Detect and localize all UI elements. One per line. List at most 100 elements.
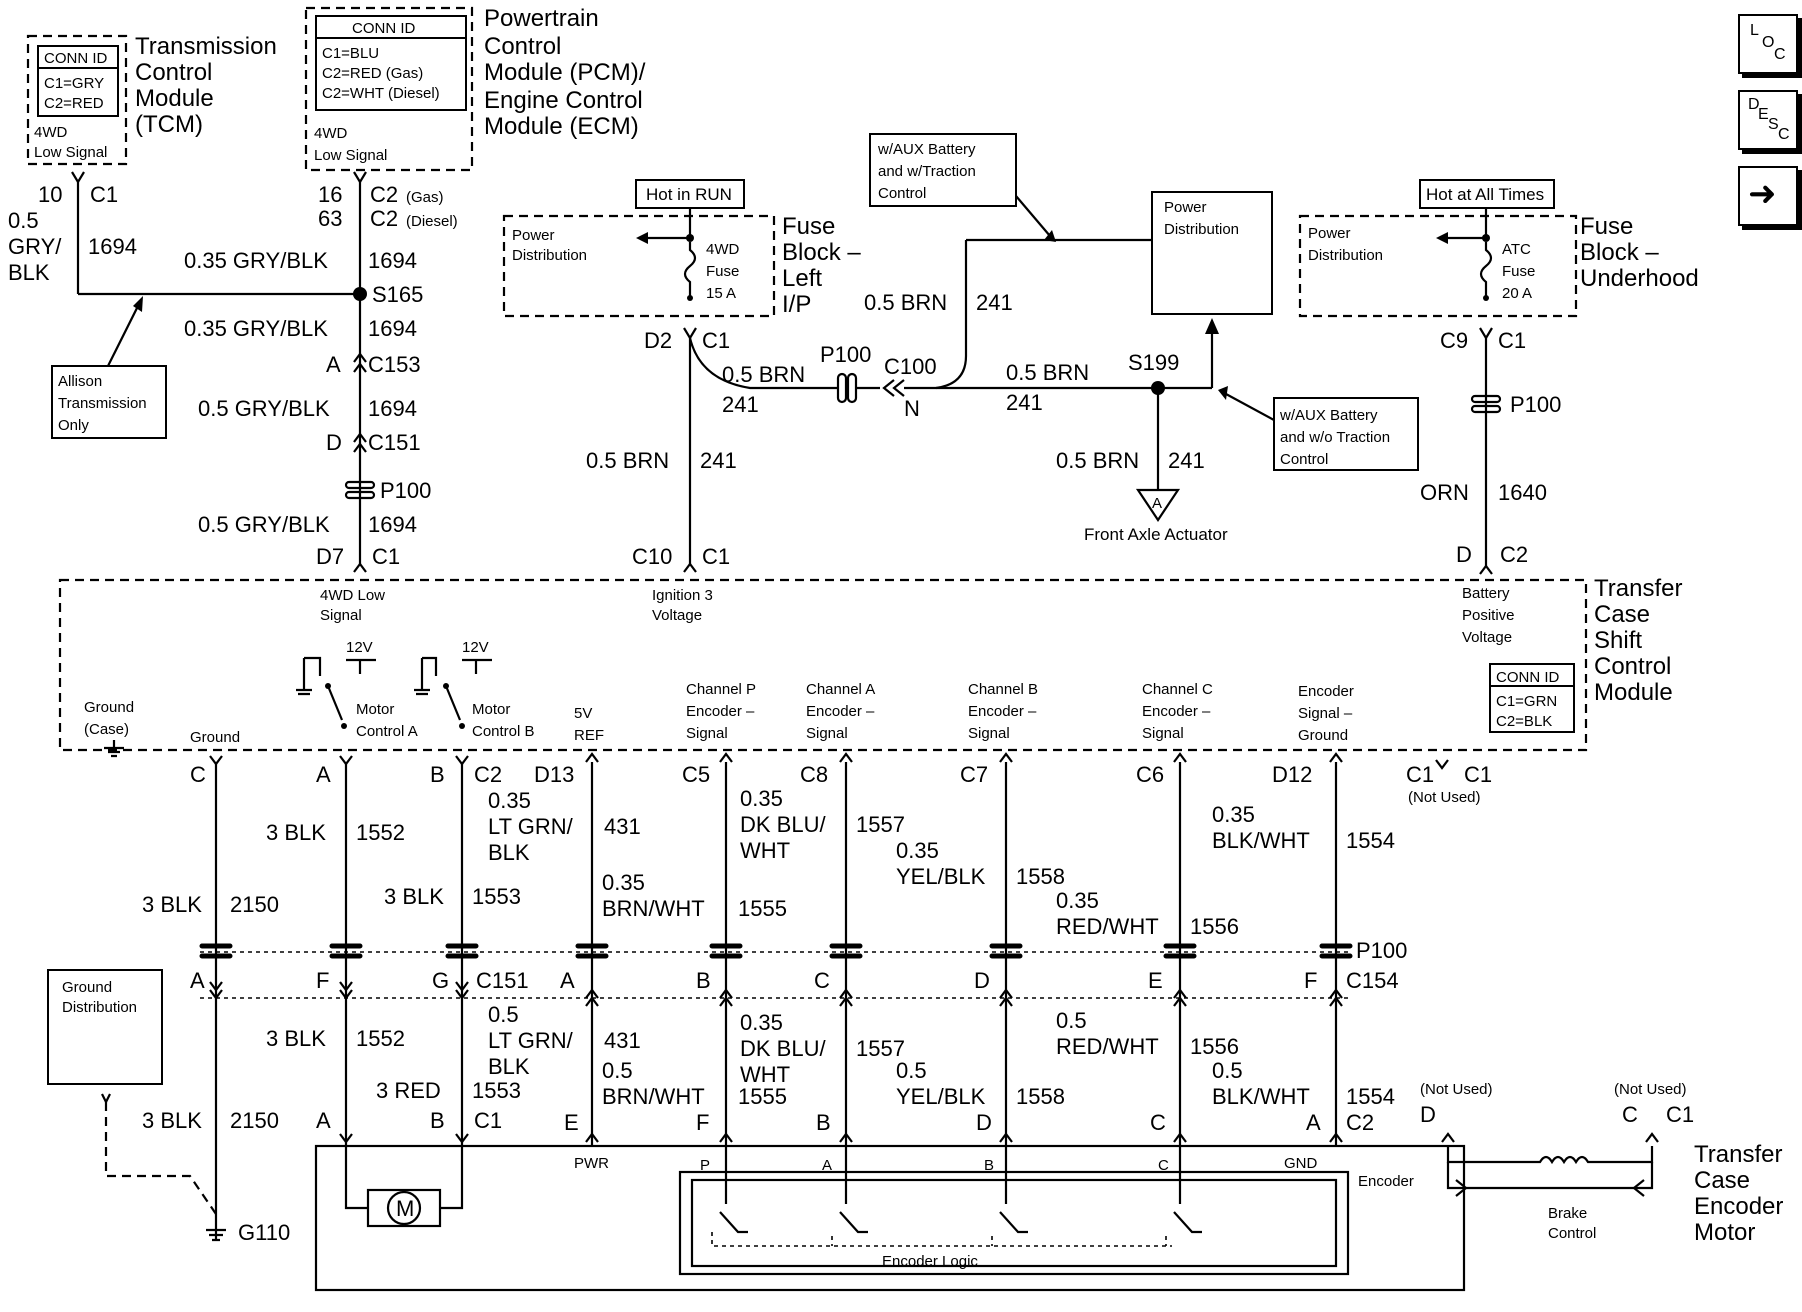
up-n2: 1552 [356, 820, 405, 845]
tcm-label-3: Module [135, 85, 214, 112]
loc-l: L [1750, 22, 1759, 39]
up-g4c: BLK [488, 840, 530, 865]
enc-logic: Encoder Logic [882, 1253, 978, 1270]
front-axle-actuator: Front Axle Actuator [1084, 525, 1228, 544]
pin-d7: D7 [316, 544, 344, 569]
lo-g7b: YEL/BLK [896, 1084, 986, 1109]
tcm-conn-1: C1=GRY [44, 75, 104, 92]
desc-button[interactable]: D E S C [1738, 90, 1798, 150]
tcm-module: CONN ID C1=GRY C2=RED 4WD Low Signal Tra… [8, 33, 360, 296]
encoder-motor: Transfer Case Encoder Motor M PWR P A B … [314, 1081, 1783, 1292]
lo-n3: 1553 [472, 1078, 521, 1103]
motor-pin-c: C [1622, 1102, 1638, 1127]
lo-n5: 1555 [738, 1084, 787, 1109]
mcb-2: Control B [472, 723, 535, 740]
lo-g4a: 0.5 [488, 1002, 519, 1027]
bot-pin-f: F [696, 1110, 709, 1135]
aux1-line-2: and w/Traction [878, 163, 976, 180]
tcm-gauge-1: 0.5 [8, 208, 39, 233]
top-pin-d13: D13 [534, 762, 574, 787]
up-g2: 3 BLK [266, 820, 326, 845]
transfer-case-shift-control-module: Transfer Case Shift Control Module CONN … [58, 575, 1682, 758]
c154-pin-6: D [974, 968, 990, 993]
bat-3: Voltage [1462, 629, 1512, 646]
v12-b: 12V [462, 639, 489, 656]
fuse-block-left-2: Block – [782, 239, 861, 266]
up-n5: 1555 [738, 896, 787, 921]
up-g9a: 0.35 [1212, 802, 1255, 827]
front-axle-ref: A [1152, 495, 1162, 512]
pcm-label-5: Module (ECM) [484, 113, 639, 140]
ground-distribution: Ground Distribution G110 [47, 969, 290, 1245]
top-pin-b: B [430, 762, 445, 787]
chb-3: Signal [968, 725, 1010, 742]
desc-d: D [1748, 96, 1760, 113]
wire-label-1: 0.35 GRY/BLK [184, 248, 328, 273]
up-n7: 1558 [1016, 864, 1065, 889]
not-used-2: (Not Used) [1614, 1081, 1687, 1098]
lo-g6a: 0.35 [740, 1010, 783, 1035]
allison-note: Allison Transmission Only [51, 296, 167, 439]
conn-c154: C154 [1346, 968, 1399, 993]
tcscm-label-4: Control [1594, 653, 1671, 680]
bot-pin-a2: A [1306, 1110, 1321, 1135]
pd-center-1: Power [1164, 199, 1207, 216]
sig-4wd-1: 4WD Low [320, 587, 385, 604]
bot-pin-e: E [564, 1110, 579, 1135]
lo-g5a: 0.5 [602, 1058, 633, 1083]
c154-pin-5: C [814, 968, 830, 993]
motor-label-4: Motor [1694, 1219, 1755, 1246]
lo-g2: 3 BLK [266, 1026, 326, 1051]
conn-c100: C100 [884, 354, 937, 379]
up-g5b: BRN/WHT [602, 896, 705, 921]
top-pins: C A B C2 D13 C5 C8 C7 C6 D12 C1 C1 (Not … [190, 759, 1492, 806]
up-g5a: 0.35 [602, 870, 645, 895]
pcm-label-1: Powertrain [484, 5, 599, 32]
up-n1: 2150 [230, 892, 279, 917]
lo-n9: 1554 [1346, 1084, 1395, 1109]
bat-2: Positive [1462, 607, 1515, 624]
lo-g9b: BLK/WHT [1212, 1084, 1310, 1109]
ref-2: REF [574, 727, 604, 744]
enc-gnd: GND [1284, 1155, 1318, 1172]
gnd-dist-2: Distribution [62, 999, 137, 1016]
mcb-1: Motor [472, 701, 510, 718]
pcm-conn-c2-diesel-note: (Diesel) [406, 213, 458, 230]
tcm-gauge-3: BLK [8, 260, 50, 285]
up-g1: 3 BLK [142, 892, 202, 917]
fuse-block-left-4: I/P [782, 291, 811, 318]
gnd-case-2: (Case) [84, 721, 129, 738]
wire-brn-c: 0.5 BRN [1056, 448, 1139, 473]
arrow-right-icon: ➜ [1748, 175, 1777, 213]
fuse-block-uh-1: Fuse [1580, 213, 1633, 240]
tcm-signal-2: Low Signal [34, 144, 107, 161]
top-pin-c2: C2 [474, 762, 502, 787]
lo-n6: 1557 [856, 1036, 905, 1061]
brn-241-wiring: 0.5 BRN 241 P100 C100 N 0.5 BRN 241 0.5 … [586, 238, 1228, 573]
pin-n: N [904, 396, 920, 421]
motor-label-3: Encoder [1694, 1193, 1783, 1220]
pcm-conn-title: CONN ID [352, 20, 416, 37]
lo-g7a: 0.5 [896, 1058, 927, 1083]
motor-conn-c1: C1 [1666, 1102, 1694, 1127]
circuit-label-2: 1694 [368, 316, 417, 341]
up-n8: 1556 [1190, 914, 1239, 939]
eg-1: Encoder [1298, 683, 1354, 700]
aux1-line-1: w/AUX Battery [877, 141, 976, 158]
wire-label-4: 0.5 GRY/BLK [198, 512, 330, 537]
pd-right-1: Power [1308, 225, 1351, 242]
fuse-block-underhood: Hot at All Times Power Distribution ATC … [1298, 179, 1699, 575]
pcm-pin-1: 16 [318, 182, 342, 207]
motor-m: M [396, 1196, 414, 1221]
next-button[interactable]: ➜ [1738, 166, 1798, 226]
lo-g8b: RED/WHT [1056, 1034, 1159, 1059]
loc-button[interactable]: L O C [1738, 14, 1798, 74]
c154-pin-2: G [432, 968, 449, 993]
loc-o: O [1762, 34, 1775, 51]
lo-g6b: DK BLU/ [740, 1036, 826, 1061]
top-pin-c7: C7 [960, 762, 988, 787]
bot-pin-c1: C1 [474, 1108, 502, 1133]
splice-s199: S199 [1128, 350, 1179, 375]
top-pin-c5: C5 [682, 762, 710, 787]
